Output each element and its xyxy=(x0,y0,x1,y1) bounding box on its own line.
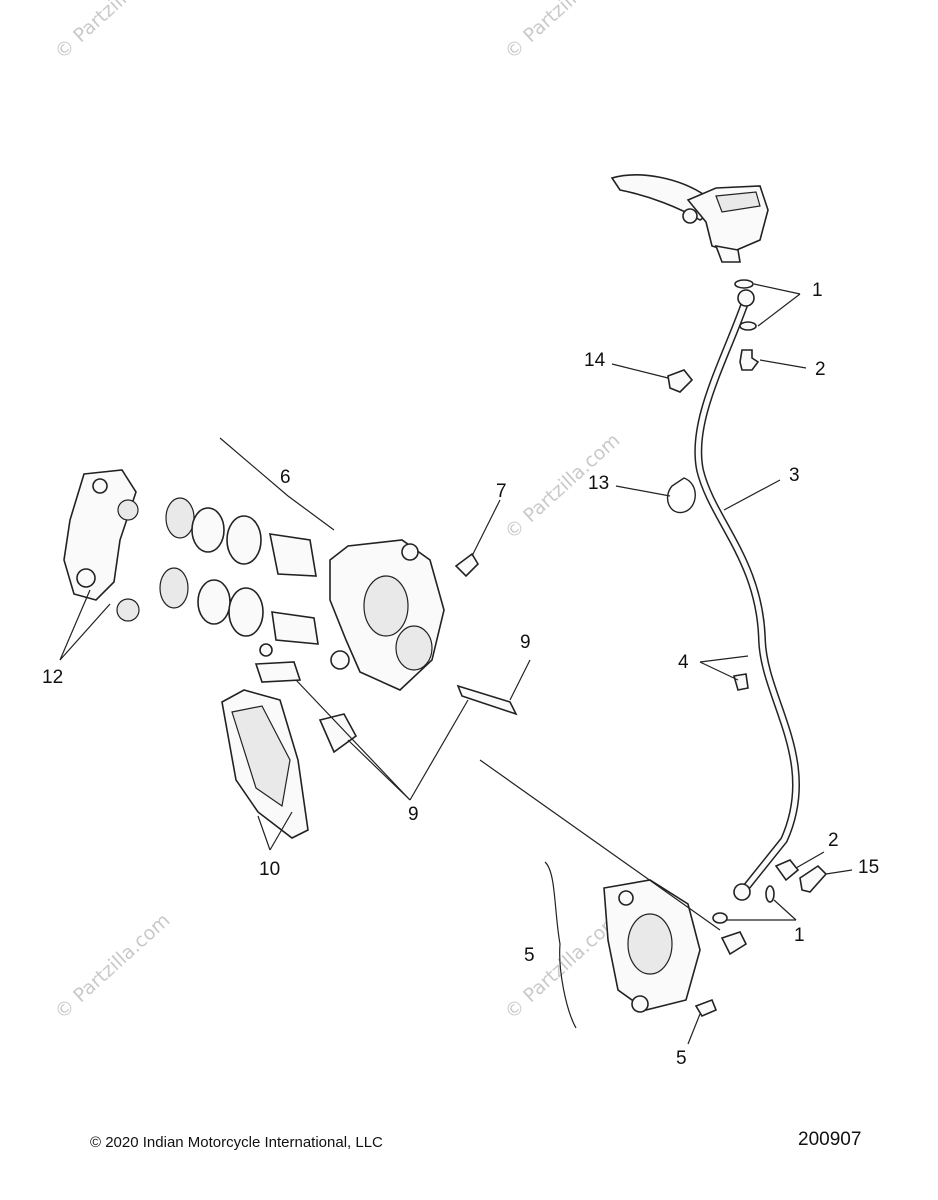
callout-11-top: 9 xyxy=(520,632,531,653)
caliper-bracket xyxy=(63,469,140,622)
leader-lines xyxy=(59,283,853,1045)
watermark: © Partzilla.com xyxy=(501,909,625,1023)
callout-2: 2 xyxy=(815,359,826,380)
watermark: © Partzilla.com xyxy=(501,0,625,64)
callout-10: 10 xyxy=(259,859,280,880)
brace-9 xyxy=(219,437,335,531)
brake-pad xyxy=(221,689,309,839)
master-cylinder xyxy=(610,174,769,263)
callout-1: 1 xyxy=(812,280,823,301)
callout-12: 12 xyxy=(42,667,63,688)
watermark: © Partzilla.com xyxy=(51,0,175,64)
watermark: © Partzilla.com xyxy=(51,909,175,1023)
callouts: 1 2 14 3 13 6 7 4 9 12 9 10 2 15 1 5 5 xyxy=(42,280,879,1069)
callout-11-bottom: 9 xyxy=(408,804,419,825)
callout-5: 5 xyxy=(676,1048,687,1069)
callout-4: 4 xyxy=(678,652,689,673)
caliper-assembly xyxy=(603,879,701,1013)
copyright-notice: © 2020 Indian Motorcycle International, … xyxy=(90,1134,383,1151)
callout-1-lower: 1 xyxy=(794,925,805,946)
callout-9: 6 xyxy=(280,467,291,488)
fittings xyxy=(454,279,828,1018)
callout-3: 3 xyxy=(789,465,800,486)
pad-clips xyxy=(254,661,518,754)
callout-14: 14 xyxy=(584,350,606,371)
diagram-number: 200907 xyxy=(798,1129,862,1150)
brace-6 xyxy=(544,861,577,1029)
brake-hose xyxy=(694,289,801,901)
callout-7: 7 xyxy=(496,481,507,502)
caliper-body xyxy=(329,539,445,691)
callout-13: 13 xyxy=(588,473,609,494)
callout-15: 15 xyxy=(858,857,879,878)
callout-2-lower: 2 xyxy=(828,830,839,851)
callout-6: 5 xyxy=(524,945,535,966)
pistons-and-seals xyxy=(159,497,319,657)
